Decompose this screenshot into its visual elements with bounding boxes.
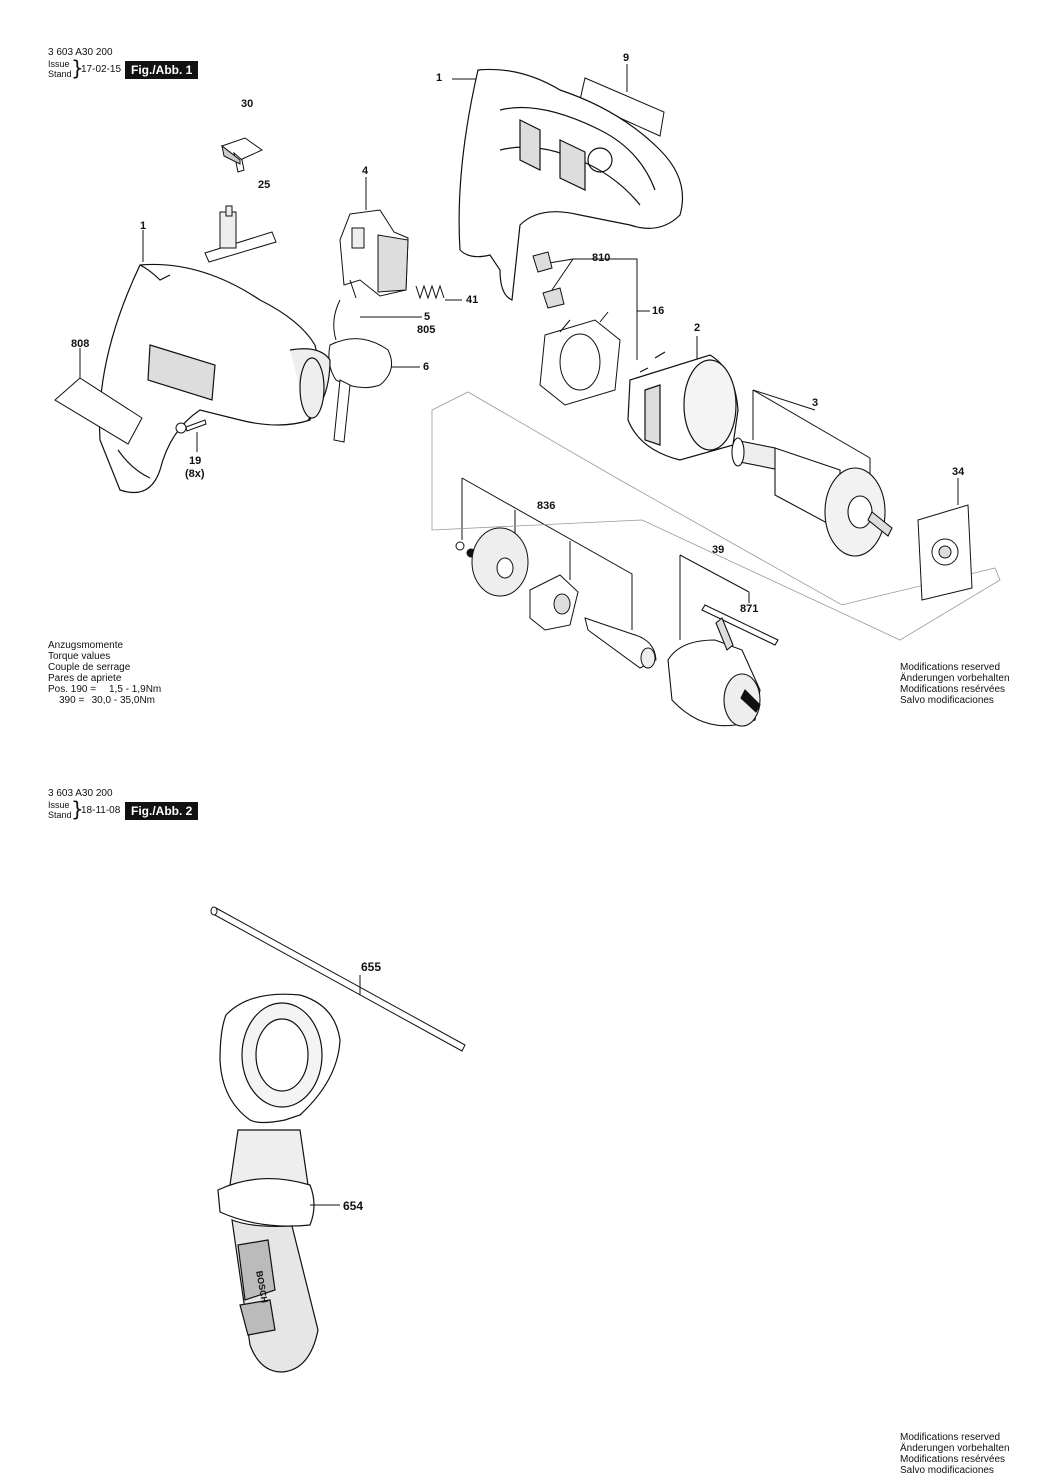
mod-line: Modifications reserved — [900, 662, 1001, 673]
label-41: 41 — [466, 294, 479, 306]
issue-label-2: Issue — [48, 800, 70, 810]
mod-line: Salvo modificaciones — [900, 1465, 994, 1476]
stand-label-2: Stand — [48, 810, 72, 820]
label-805: 805 — [417, 324, 436, 336]
label-9: 9 — [623, 52, 630, 64]
assembly-boundary — [431, 391, 1001, 641]
label-5: 5 — [424, 311, 431, 323]
issue-date: 17-02-15 — [81, 64, 122, 75]
torque-pos-label: Pos. — [48, 684, 69, 695]
cable-6 — [328, 299, 393, 443]
modifications-note-2: Modifications reserved Änderungen vorbeh… — [900, 1432, 1010, 1476]
gear-836 — [455, 527, 657, 669]
mod-line: Salvo modificaciones — [900, 695, 994, 706]
label-808: 808 — [71, 338, 90, 350]
part-number: 3 603 A30 200 — [48, 47, 113, 58]
torque-max: 35,0Nm — [120, 695, 156, 706]
tag-9 — [579, 77, 665, 137]
screw-19 — [175, 419, 207, 434]
switch-4 — [339, 209, 409, 299]
chuck-39 — [667, 604, 779, 727]
label-810: 810 — [592, 252, 611, 264]
clip-30 — [220, 137, 264, 173]
leader-3b — [752, 389, 816, 411]
torque-line-de: Anzugsmomente — [48, 640, 124, 651]
torque-min: 30,0 — [91, 695, 112, 706]
brace-2: } — [71, 797, 84, 821]
modifications-note: Modifications reserved Änderungen vorbeh… — [900, 662, 1010, 706]
torque-note: Anzugsmomente Torque values Couple de se… — [48, 640, 161, 706]
torque-row-390: 390 = 30,0 - 35,0Nm — [48, 695, 161, 706]
label-1a: 1 — [436, 72, 443, 84]
label-25: 25 — [258, 179, 271, 191]
brace: } — [71, 56, 84, 80]
part-number-2: 3 603 A30 200 — [48, 788, 113, 799]
label-2: 2 — [694, 322, 701, 334]
torque-row-190: Pos. 190 = 1,5 - 1,9Nm — [48, 684, 161, 695]
label-1b: 1 — [140, 220, 147, 232]
torque-line-fr: Couple de serrage — [48, 662, 131, 673]
torque-dash: - — [125, 684, 130, 695]
armature-3 — [731, 437, 893, 557]
label-34: 34 — [952, 466, 965, 478]
mod-line: Änderungen vorbehalten — [900, 1443, 1010, 1454]
label-8x: (8x) — [185, 468, 205, 480]
brush-holder-16 — [539, 311, 621, 406]
plate-34 — [917, 504, 973, 601]
label-654: 654 — [343, 1199, 364, 1213]
torque-pos: 190 = — [70, 684, 97, 695]
torque-pos: 390 = — [59, 695, 85, 706]
label-16: 16 — [652, 305, 665, 317]
torque-line-en: Torque values — [48, 651, 111, 662]
field-coil-2 — [627, 351, 739, 461]
slider-25 — [204, 205, 277, 263]
label-4: 4 — [362, 165, 369, 177]
label-655: 655 — [361, 960, 382, 974]
issue-label: Issue — [48, 59, 70, 69]
brush-810 — [532, 251, 565, 309]
tag-808 — [54, 377, 143, 445]
label-6: 6 — [423, 361, 430, 373]
figure-badge: Fig./Abb. 1 — [125, 61, 199, 79]
label-39: 39 — [712, 544, 725, 556]
torque-min: 1,5 — [108, 684, 123, 695]
label-871: 871 — [740, 603, 759, 615]
housing-half — [458, 68, 684, 301]
issue-date-2: 18-11-08 — [81, 805, 121, 816]
label-836: 836 — [537, 500, 556, 512]
spring-41 — [415, 284, 445, 300]
drill-body — [98, 263, 331, 494]
torque-dash: - — [113, 695, 118, 706]
stand-label: Stand — [48, 69, 72, 79]
label-30: 30 — [241, 98, 254, 110]
mod-line: Änderungen vorbehalten — [900, 673, 1010, 684]
label-19: 19 — [189, 455, 202, 467]
leader-810c — [551, 258, 574, 291]
label-3: 3 — [812, 397, 819, 409]
mod-line: Modifications reserved — [900, 1432, 1001, 1443]
handle-654 — [217, 993, 341, 1373]
leader-39 — [679, 554, 750, 640]
leader-810 — [573, 258, 638, 360]
depth-rod-655 — [210, 906, 466, 1052]
torque-line-es: Pares de apriete — [48, 673, 122, 684]
figure-badge-2: Fig./Abb. 2 — [125, 802, 199, 820]
mod-line: Modifications resérvées — [900, 1454, 1006, 1465]
mod-line: Modifications resérvées — [900, 684, 1006, 695]
torque-max: 1,9Nm — [131, 684, 162, 695]
leader-836 — [461, 477, 633, 630]
